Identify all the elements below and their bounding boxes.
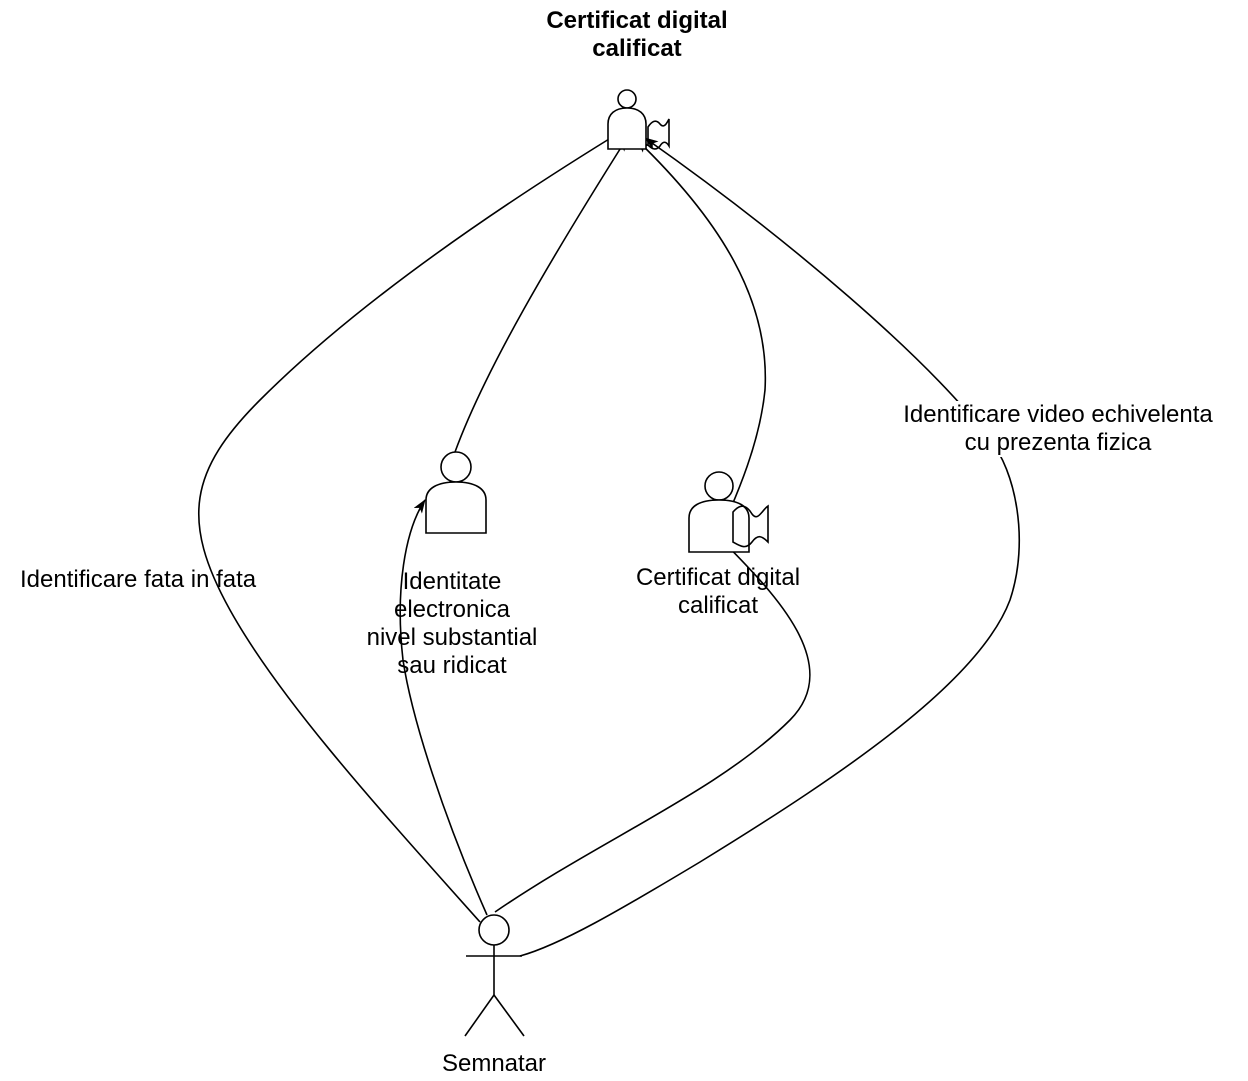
edge-face-to-face bbox=[198, 127, 628, 923]
electronic-identity-icon bbox=[425, 451, 487, 534]
edge-video-identification bbox=[519, 137, 1020, 957]
edge-label-face-to-face: Identificare fata in fata bbox=[20, 566, 257, 593]
top-node-icon bbox=[607, 89, 670, 150]
edge-qualified-certificate-to-certificate bbox=[636, 139, 767, 549]
electronic-identity-label: Identitate electronica nivel substantial… bbox=[366, 568, 538, 679]
edge-electronic-identity-to-certificate bbox=[454, 137, 628, 453]
actor-name: Semnatar bbox=[441, 1050, 547, 1077]
qualified-certificate-label: Certificat digital calificat bbox=[635, 564, 801, 619]
edge-actor-to-qualified-certificate bbox=[494, 529, 811, 913]
actor-stick-figure bbox=[464, 914, 525, 1037]
edges bbox=[198, 127, 1020, 957]
qualified-certificate-icon bbox=[688, 471, 769, 553]
edge-label-video-identification: Identificare video echivelenta cu prezen… bbox=[872, 401, 1244, 457]
top-node-title: Certificat digital calificat bbox=[546, 7, 728, 62]
edge-actor-to-electronic-identity bbox=[399, 499, 488, 916]
